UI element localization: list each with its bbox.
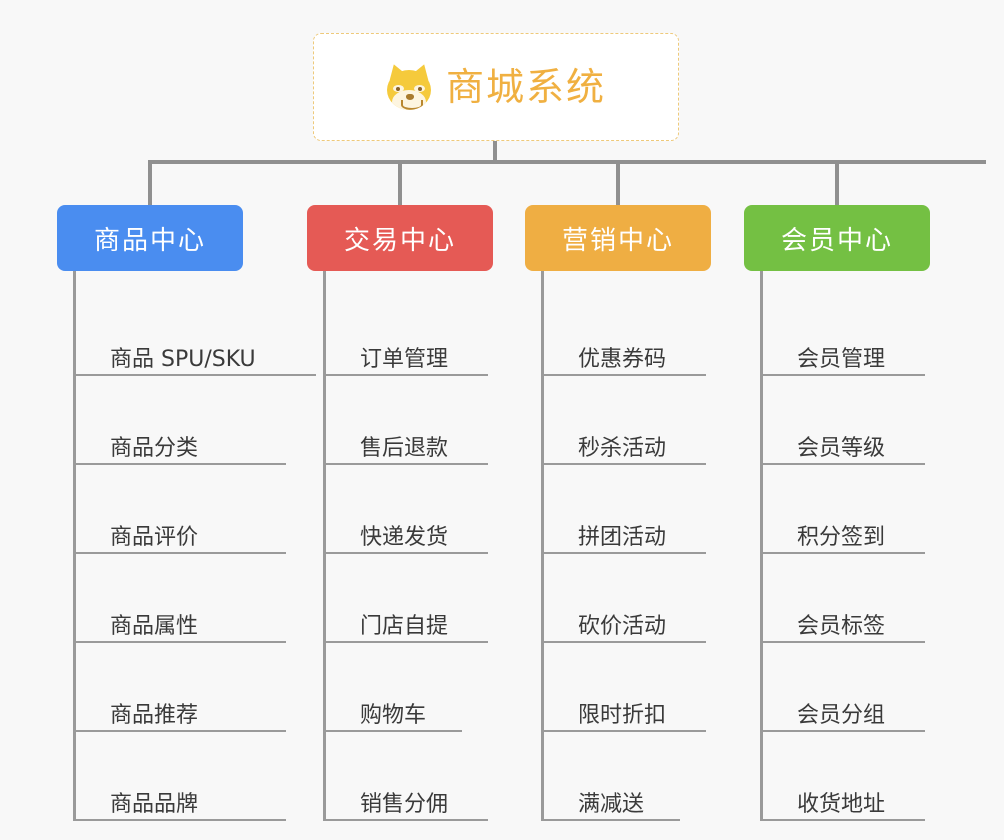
root-title: 商城系统 bbox=[445, 65, 606, 109]
list-item-rule bbox=[76, 819, 286, 821]
list-item-label: 优惠券码 bbox=[578, 346, 667, 372]
list-item-label: 会员分组 bbox=[797, 702, 886, 728]
connector-drop-member-center bbox=[835, 160, 839, 205]
list-item[interactable]: 优惠券码 bbox=[544, 287, 735, 376]
category-header-marketing-center[interactable]: 营销中心 bbox=[525, 205, 711, 271]
shiba-inu-icon bbox=[385, 61, 433, 110]
list-item-label: 会员管理 bbox=[797, 346, 886, 372]
list-item[interactable]: 会员管理 bbox=[763, 287, 954, 376]
list-item-rule bbox=[326, 552, 488, 554]
list-item-label: 商品属性 bbox=[110, 613, 199, 639]
list-item[interactable]: 满减送 bbox=[544, 732, 735, 821]
list-item[interactable]: 商品 SPU/SKU bbox=[76, 287, 316, 376]
list-item[interactable]: 会员分组 bbox=[763, 643, 954, 732]
list-item-label: 商品 SPU/SKU bbox=[110, 346, 256, 372]
item-list-member-center: 会员管理 会员等级 积分签到 会员标签 会员分组 收货地址 bbox=[760, 271, 954, 821]
list-item-rule bbox=[763, 641, 925, 643]
list-item-rule bbox=[544, 463, 706, 465]
list-item[interactable]: 限时折扣 bbox=[544, 643, 735, 732]
list-item[interactable]: 门店自提 bbox=[326, 554, 517, 643]
list-item[interactable]: 拼团活动 bbox=[544, 465, 735, 554]
list-item-rule bbox=[326, 819, 488, 821]
list-item-rule bbox=[544, 641, 706, 643]
category-header-trade-center[interactable]: 交易中心 bbox=[307, 205, 493, 271]
list-item[interactable]: 销售分佣 bbox=[326, 732, 517, 821]
list-item-rule bbox=[326, 641, 488, 643]
list-item-label: 商品品牌 bbox=[110, 791, 199, 817]
list-item[interactable]: 快递发货 bbox=[326, 465, 517, 554]
list-item-rule bbox=[763, 552, 925, 554]
list-item-rule bbox=[76, 463, 286, 465]
list-item-label: 订单管理 bbox=[360, 346, 449, 372]
list-item-label: 收货地址 bbox=[797, 791, 886, 817]
connector-drop-marketing-center bbox=[616, 160, 620, 205]
list-item[interactable]: 积分签到 bbox=[763, 465, 954, 554]
list-item-label: 商品评价 bbox=[110, 524, 199, 550]
connector-stem bbox=[493, 141, 497, 163]
list-item-label: 购物车 bbox=[360, 702, 427, 728]
connector-drop-trade-center bbox=[398, 160, 402, 205]
list-item[interactable]: 商品推荐 bbox=[76, 643, 287, 732]
branch-member-center: 会员中心 会员管理 会员等级 积分签到 会员标签 会员分组 bbox=[744, 205, 954, 821]
list-item[interactable]: 会员标签 bbox=[763, 554, 954, 643]
list-item-rule bbox=[544, 552, 706, 554]
list-item[interactable]: 会员等级 bbox=[763, 376, 954, 465]
branch-marketing-center: 营销中心 优惠券码 秒杀活动 拼团活动 砍价活动 限时折扣 bbox=[525, 205, 735, 821]
list-item-rule bbox=[544, 730, 706, 732]
list-item-rule bbox=[544, 819, 680, 821]
list-item-label: 拼团活动 bbox=[578, 524, 667, 550]
list-item-rule bbox=[76, 374, 316, 376]
list-item-label: 快递发货 bbox=[360, 524, 449, 550]
list-item[interactable]: 商品品牌 bbox=[76, 732, 287, 821]
list-item-rule bbox=[76, 552, 286, 554]
list-item[interactable]: 收货地址 bbox=[763, 732, 954, 821]
list-item-rule bbox=[763, 730, 925, 732]
item-list-trade-center: 订单管理 售后退款 快递发货 门店自提 购物车 销售分佣 bbox=[323, 271, 517, 821]
list-item-label: 商品推荐 bbox=[110, 702, 199, 728]
list-item-rule bbox=[76, 730, 286, 732]
item-list-marketing-center: 优惠券码 秒杀活动 拼团活动 砍价活动 限时折扣 满减送 bbox=[541, 271, 735, 821]
category-header-member-center[interactable]: 会员中心 bbox=[744, 205, 930, 271]
list-item-rule bbox=[763, 374, 925, 376]
connector-drop-product-center bbox=[148, 160, 152, 205]
list-item-rule bbox=[326, 463, 488, 465]
root-node[interactable]: 商城系统 bbox=[313, 33, 679, 141]
list-item[interactable]: 商品分类 bbox=[76, 376, 287, 465]
list-item-rule bbox=[326, 730, 462, 732]
list-item-rule bbox=[76, 641, 286, 643]
connector-bar bbox=[148, 160, 986, 164]
list-item[interactable]: 砍价活动 bbox=[544, 554, 735, 643]
list-item-label: 商品分类 bbox=[110, 435, 199, 461]
list-item-label: 砍价活动 bbox=[578, 613, 667, 639]
category-header-product-center[interactable]: 商品中心 bbox=[57, 205, 243, 271]
list-item[interactable]: 购物车 bbox=[326, 643, 517, 732]
list-item-label: 销售分佣 bbox=[360, 791, 449, 817]
list-item-label: 会员标签 bbox=[797, 613, 886, 639]
list-item[interactable]: 售后退款 bbox=[326, 376, 517, 465]
list-item-label: 满减送 bbox=[578, 791, 645, 817]
item-list-product-center: 商品 SPU/SKU 商品分类 商品评价 商品属性 商品推荐 商品品牌 bbox=[73, 271, 316, 821]
list-item-rule bbox=[544, 374, 706, 376]
list-item-label: 售后退款 bbox=[360, 435, 449, 461]
list-item-rule bbox=[763, 463, 925, 465]
list-item-label: 积分签到 bbox=[797, 524, 886, 550]
list-item-label: 秒杀活动 bbox=[578, 435, 667, 461]
list-item[interactable]: 秒杀活动 bbox=[544, 376, 735, 465]
branch-trade-center: 交易中心 订单管理 售后退款 快递发货 门店自提 购物车 bbox=[307, 205, 517, 821]
list-item[interactable]: 商品属性 bbox=[76, 554, 287, 643]
list-item-rule bbox=[763, 819, 925, 821]
branch-product-center: 商品中心 商品 SPU/SKU 商品分类 商品评价 商品属性 商品推荐 bbox=[57, 205, 316, 821]
list-item-label: 会员等级 bbox=[797, 435, 886, 461]
list-item[interactable]: 订单管理 bbox=[326, 287, 517, 376]
list-item-label: 限时折扣 bbox=[578, 702, 667, 728]
list-item-rule bbox=[326, 374, 488, 376]
list-item-label: 门店自提 bbox=[360, 613, 449, 639]
list-item[interactable]: 商品评价 bbox=[76, 465, 287, 554]
